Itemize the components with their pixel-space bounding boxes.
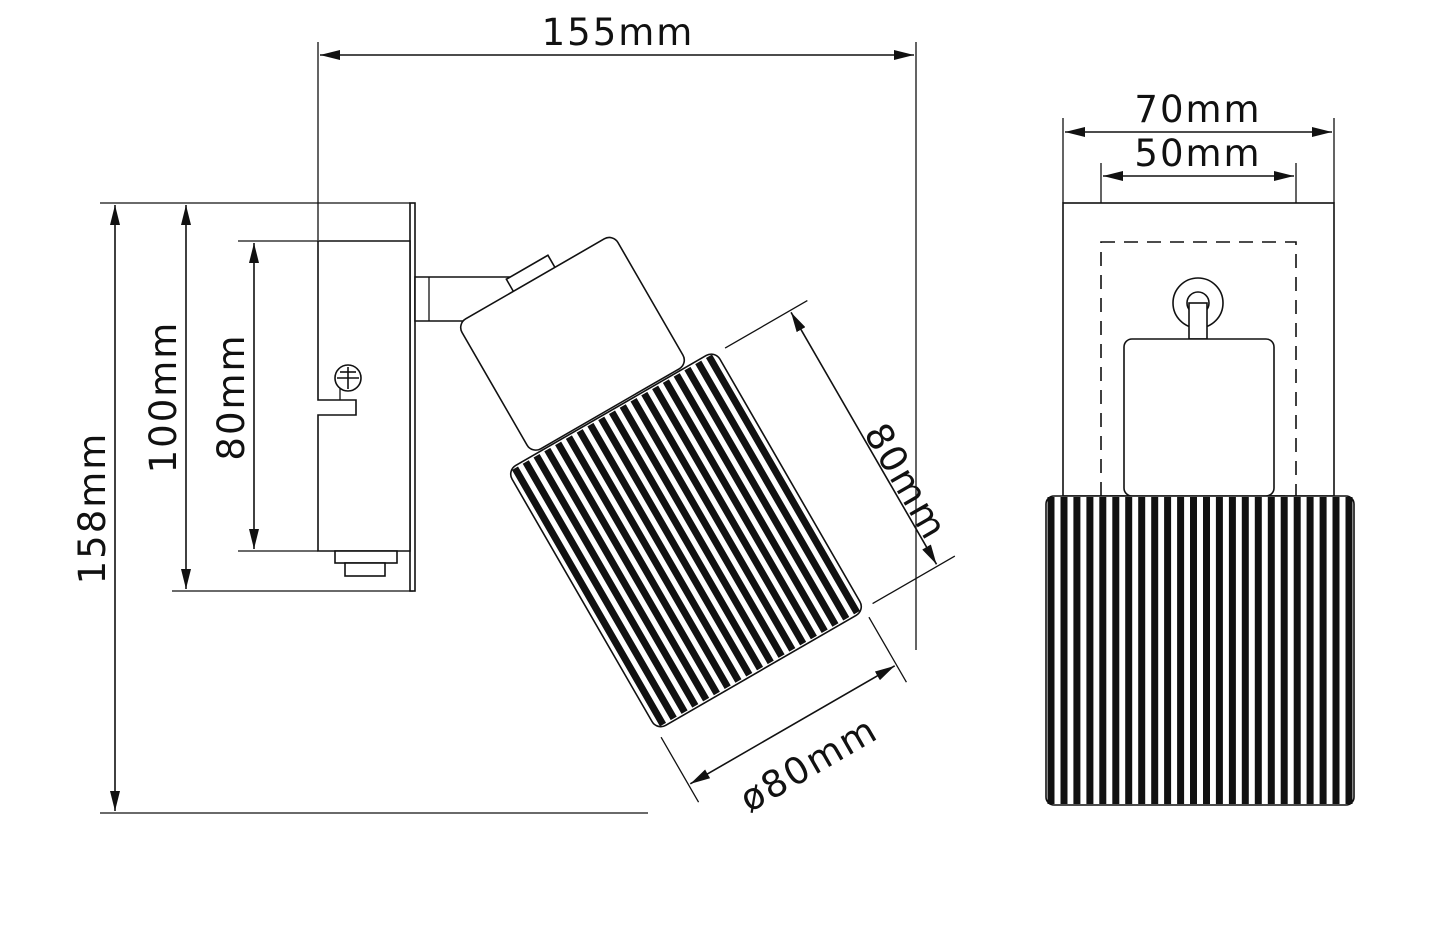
front-lamp-shade [1045,495,1355,806]
side-view: 155mm 158mm 100mm 80mm [71,11,956,821]
mounting-box [317,240,411,552]
shade-rib [1280,497,1288,804]
shade-rib [565,435,720,696]
shade-diameter-label: ø80mm [732,708,885,821]
shade-rib [619,404,774,665]
backplate-height-label: 100mm [142,321,185,474]
shade-rib [1164,497,1172,804]
shade-length-label: 80mm [855,416,956,548]
shade-rib [1060,497,1068,804]
shade-rib [1345,497,1353,804]
shade-rib [598,416,753,677]
shade-rib [1267,497,1275,804]
shade-rib [1332,497,1340,804]
lamp-shade-ribs [511,354,861,727]
front-view: 70mm 50mm [1045,88,1355,806]
shade-rib [587,422,742,683]
shade-rib [673,373,828,633]
shade-rib [662,379,817,640]
shade-rib [1125,497,1133,804]
shade-rib [1099,497,1107,804]
shade-rib [1047,497,1055,804]
shade-rib [1086,497,1094,804]
shade-rib [652,385,807,646]
shade-diameter-dimension [660,616,907,803]
outer-width-label: 70mm [1134,88,1261,131]
shade-rib [555,441,710,702]
shade-rib [630,398,785,658]
front-hinge [1172,277,1224,340]
shade-rib [1151,497,1159,804]
shade-rib [1306,497,1314,804]
shade-rib [1215,497,1223,804]
shade-rib [511,466,667,727]
shade-rib [641,391,796,652]
shade-rib [1319,497,1327,804]
shade-rib [1228,497,1236,804]
shade-rib [1073,497,1081,804]
shade-rib [608,410,764,671]
shade-rib [1190,497,1197,804]
shade-rib [1203,497,1210,804]
screw-icon [334,364,362,392]
lamp-head [459,236,863,728]
shade-rib [533,454,688,714]
total-height-label: 158mm [71,432,114,585]
front-lamp-shade-ribs [1047,497,1353,804]
shade-rib [522,460,677,721]
shade-rib [576,429,731,689]
lamp-holder [459,236,686,451]
shade-rib [1293,497,1301,804]
switch-knob [334,550,398,577]
shade-length-dimension [724,300,956,605]
shade-rib [544,447,699,708]
shade-rib [1177,497,1185,804]
front-lamp-holder [1123,338,1275,497]
width-label: 155mm [542,11,695,54]
shade-rib [1241,497,1249,804]
shade-rib [1112,497,1120,804]
front-mounting-box-hidden [1100,241,1297,497]
shade-rib [1138,497,1146,804]
mount-height-label: 80mm [210,333,253,460]
shade-rib [1254,497,1262,804]
inner-width-label: 50mm [1134,132,1261,175]
